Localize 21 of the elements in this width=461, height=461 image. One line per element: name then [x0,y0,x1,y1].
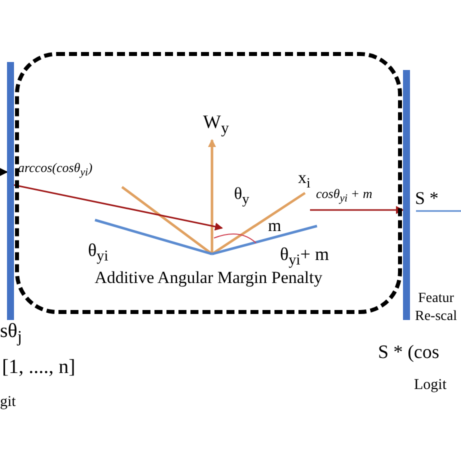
arrow [0,168,8,176]
angle-label: θ$_{yi}$ [88,240,108,266]
vertical-bar [403,70,410,320]
angle-label: θ$_{y}$ [234,184,250,208]
arrow [14,184,223,230]
vector-label: W$_{y}$ [203,112,229,138]
caption-text: Logit [414,377,446,394]
vertical-bar [7,62,14,320]
angle-label: θ$_{yi}$+ m [280,244,329,270]
edge-label: cosθ$_{yi}$ + m [316,186,372,205]
formula-text: S * [415,188,439,209]
formula-text: sθ$_{j}$ [0,320,22,347]
caption-text: git [0,394,16,411]
edge-label: arccos(cosθ$_{yi}$) [18,160,92,179]
caption-text: Featur Re-scal [414,290,458,326]
formula-text: S * (cos [378,342,440,364]
frame-title: Additive Angular Margin Penalty [94,268,324,288]
vector-label: x$_{i}$ [298,168,310,192]
formula-text: [1, ...., n] [2,356,76,379]
angle-label: m [268,216,282,236]
arrow [310,206,404,214]
